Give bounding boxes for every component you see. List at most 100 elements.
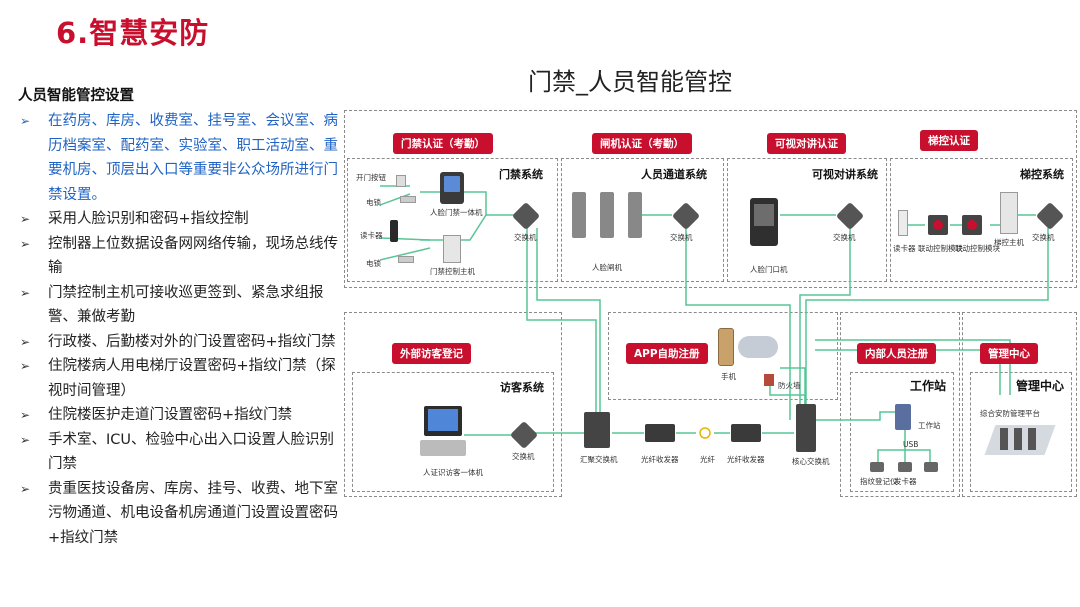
bullet-item: ➢门禁控制主机可接收巡更签到、紧急求组报警、兼做考勤 <box>18 281 340 330</box>
turnstile-icon <box>572 192 586 238</box>
arrow-icon: ➢ <box>20 212 31 226</box>
workstation-pc-icon <box>895 404 911 430</box>
fiber-transceiver-icon <box>645 424 675 442</box>
door-system-label: 门禁系统 <box>499 168 543 181</box>
switch-label: 交换机 <box>670 233 693 242</box>
cloud-icon <box>738 336 778 358</box>
arrow-icon: ➢ <box>20 432 31 447</box>
server-unit-icon <box>1028 428 1036 450</box>
switch-label: 交换机 <box>1032 233 1055 242</box>
tag-door-auth: 门禁认证（考勤） <box>393 133 493 154</box>
bullet-item: ➢控制器上位数据设备网网络传输，现场总线传输 <box>18 232 340 281</box>
fiber-transceiver-label: 光纤收发器 <box>727 455 765 464</box>
switch-label: 交换机 <box>512 452 535 461</box>
face-door-terminal-screen-icon <box>444 176 460 192</box>
firewall-icon <box>764 374 774 386</box>
turnstile-icon <box>628 192 642 238</box>
arrow-icon: ➢ <box>20 359 31 373</box>
open-button-icon <box>396 175 406 187</box>
aggregation-switch-label: 汇聚交换机 <box>580 455 618 464</box>
lock-icon <box>400 196 416 203</box>
linkage-module-label: 联动控制模块 <box>955 244 1000 253</box>
firewall-label: 防火墙 <box>778 381 801 390</box>
tag-visitor-registration: 外部访客登记 <box>392 343 471 364</box>
visitor-kiosk-base-icon <box>420 440 466 456</box>
lock1-label: 电锁 <box>366 198 381 207</box>
intercom-screen-icon <box>754 204 774 226</box>
arrow-icon: ➢ <box>20 114 31 128</box>
workstation-device-label: 工作站 <box>918 421 941 430</box>
mgmt-center-label: 管理中心 <box>1016 379 1065 393</box>
elevator-reader-label: 读卡器 <box>893 244 916 253</box>
arrow-icon: ➢ <box>20 236 31 251</box>
bullet-item: ➢采用人脸识别和密码+指纹控制 <box>18 207 340 232</box>
switch-label: 交换机 <box>833 233 856 242</box>
mgmt-platform-label: 综合安防管理平台 <box>980 409 1040 418</box>
fiber-transceiver-label: 光纤收发器 <box>641 455 679 464</box>
bullet-item: ➢贵重医技设备房、库房、挂号、收费、地下室污物通道、机电设备机房通道门设置设置密… <box>18 477 340 551</box>
phone-label: 手机 <box>721 372 736 381</box>
face-intercom-label: 人脸门口机 <box>750 265 788 274</box>
bullet-item: ➢住院楼医护走道门设置密码+指纹门禁 <box>18 403 340 428</box>
core-switch-icon <box>796 404 816 452</box>
workstation-panel <box>850 372 954 492</box>
tag-elevator-auth: 梯控认证 <box>920 130 978 151</box>
elevator-host-icon <box>1000 192 1018 234</box>
core-switch-label: 核心交换机 <box>792 457 830 466</box>
reader-label: 读卡器 <box>360 231 383 240</box>
intercom-system-label: 可视对讲系统 <box>812 168 878 181</box>
fiber-transceiver-icon <box>731 424 761 442</box>
tag-app-registration: APP自助注册 <box>626 343 708 364</box>
section-heading: 人员智能管控设置 <box>18 88 134 104</box>
door-controller-label: 门禁控制主机 <box>430 267 475 276</box>
lock-icon <box>398 256 414 263</box>
face-gate-label: 人脸闸机 <box>592 263 622 272</box>
turnstile-icon <box>600 192 614 238</box>
gate-system-panel <box>561 158 724 282</box>
usb-label: USB <box>903 440 919 449</box>
fiber-label: 光纤 <box>700 455 715 464</box>
left-panel: 人员智能管控设置 ➢在药房、库房、收费室、挂号室、会议室、病历档案室、配药室、实… <box>18 84 340 550</box>
arrow-icon: ➢ <box>20 408 31 422</box>
tag-mgmt-center: 管理中心 <box>980 343 1038 364</box>
card-issuer-label: 发卡器 <box>894 477 917 486</box>
arrow-icon: ➢ <box>20 285 31 300</box>
card-issuer-icon <box>898 462 912 472</box>
linkage-module-label: 联动控制模块 <box>918 244 963 253</box>
elevator-reader-icon <box>898 210 908 236</box>
tag-gate-auth: 闸机认证（考勤） <box>592 133 692 154</box>
visitor-kiosk-label: 人证识访客一体机 <box>423 468 483 477</box>
door-controller-icon <box>443 235 461 263</box>
arrow-icon: ➢ <box>20 334 31 349</box>
bullet-item: ➢在药房、库房、收费室、挂号室、会议室、病历档案室、配药室、实验室、职工活动室、… <box>18 109 340 207</box>
lock2-label: 电锁 <box>366 259 381 268</box>
fiber-marker-icon <box>699 427 711 439</box>
linkage-module-led-icon <box>967 220 977 230</box>
visitor-system-label: 访客系统 <box>500 381 544 394</box>
aggregation-switch-icon <box>584 412 610 448</box>
bullet-item: ➢住院楼病人用电梯厅设置密码+指纹门禁（探视时间管理） <box>18 354 340 403</box>
card-reader-icon <box>390 220 398 242</box>
face-door-terminal-label: 人脸门禁一体机 <box>430 208 483 217</box>
page-title: 6.智慧安防 <box>56 16 210 50</box>
bullet-item: ➢手术室、ICU、检验中心出入口设置人脸识别门禁 <box>18 428 340 477</box>
elevator-host-label: 梯控主机 <box>994 238 1024 247</box>
switch-label: 交换机 <box>514 233 537 242</box>
server-unit-icon <box>1014 428 1022 450</box>
linkage-module-led-icon <box>933 220 943 230</box>
tag-internal-registration: 内部人员注册 <box>857 343 936 364</box>
tag-intercom-auth: 可视对讲认证 <box>767 133 846 154</box>
open-button-label: 开门按钮 <box>356 173 386 182</box>
fingerprint-reader-icon <box>870 462 884 472</box>
workstation-label: 工作站 <box>910 379 947 393</box>
visitor-kiosk-screen-icon <box>428 409 458 431</box>
server-unit-icon <box>1000 428 1008 450</box>
elevator-system-label: 梯控系统 <box>1020 168 1064 181</box>
camera-device-icon <box>924 462 938 472</box>
gate-system-label: 人员通道系统 <box>641 168 707 181</box>
fingerprint-reader-label: 指纹登记仪 <box>860 477 898 486</box>
diagram-title: 门禁_人员智能管控 <box>528 68 732 96</box>
phone-icon <box>718 328 734 366</box>
bullet-item: ➢行政楼、后勤楼对外的门设置密码+指纹门禁 <box>18 330 340 355</box>
